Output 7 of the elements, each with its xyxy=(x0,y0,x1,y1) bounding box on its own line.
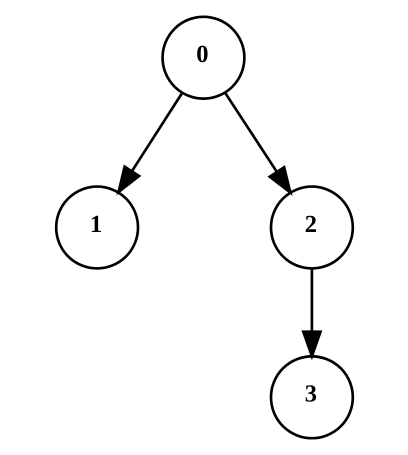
node-circle: 1 xyxy=(54,185,139,270)
node-circle: 2 xyxy=(269,185,354,270)
arrow xyxy=(300,268,322,360)
arrow xyxy=(224,92,292,196)
node-circle: 3 xyxy=(269,355,354,440)
node-circle: 0 xyxy=(160,15,246,100)
arrow xyxy=(116,92,183,196)
